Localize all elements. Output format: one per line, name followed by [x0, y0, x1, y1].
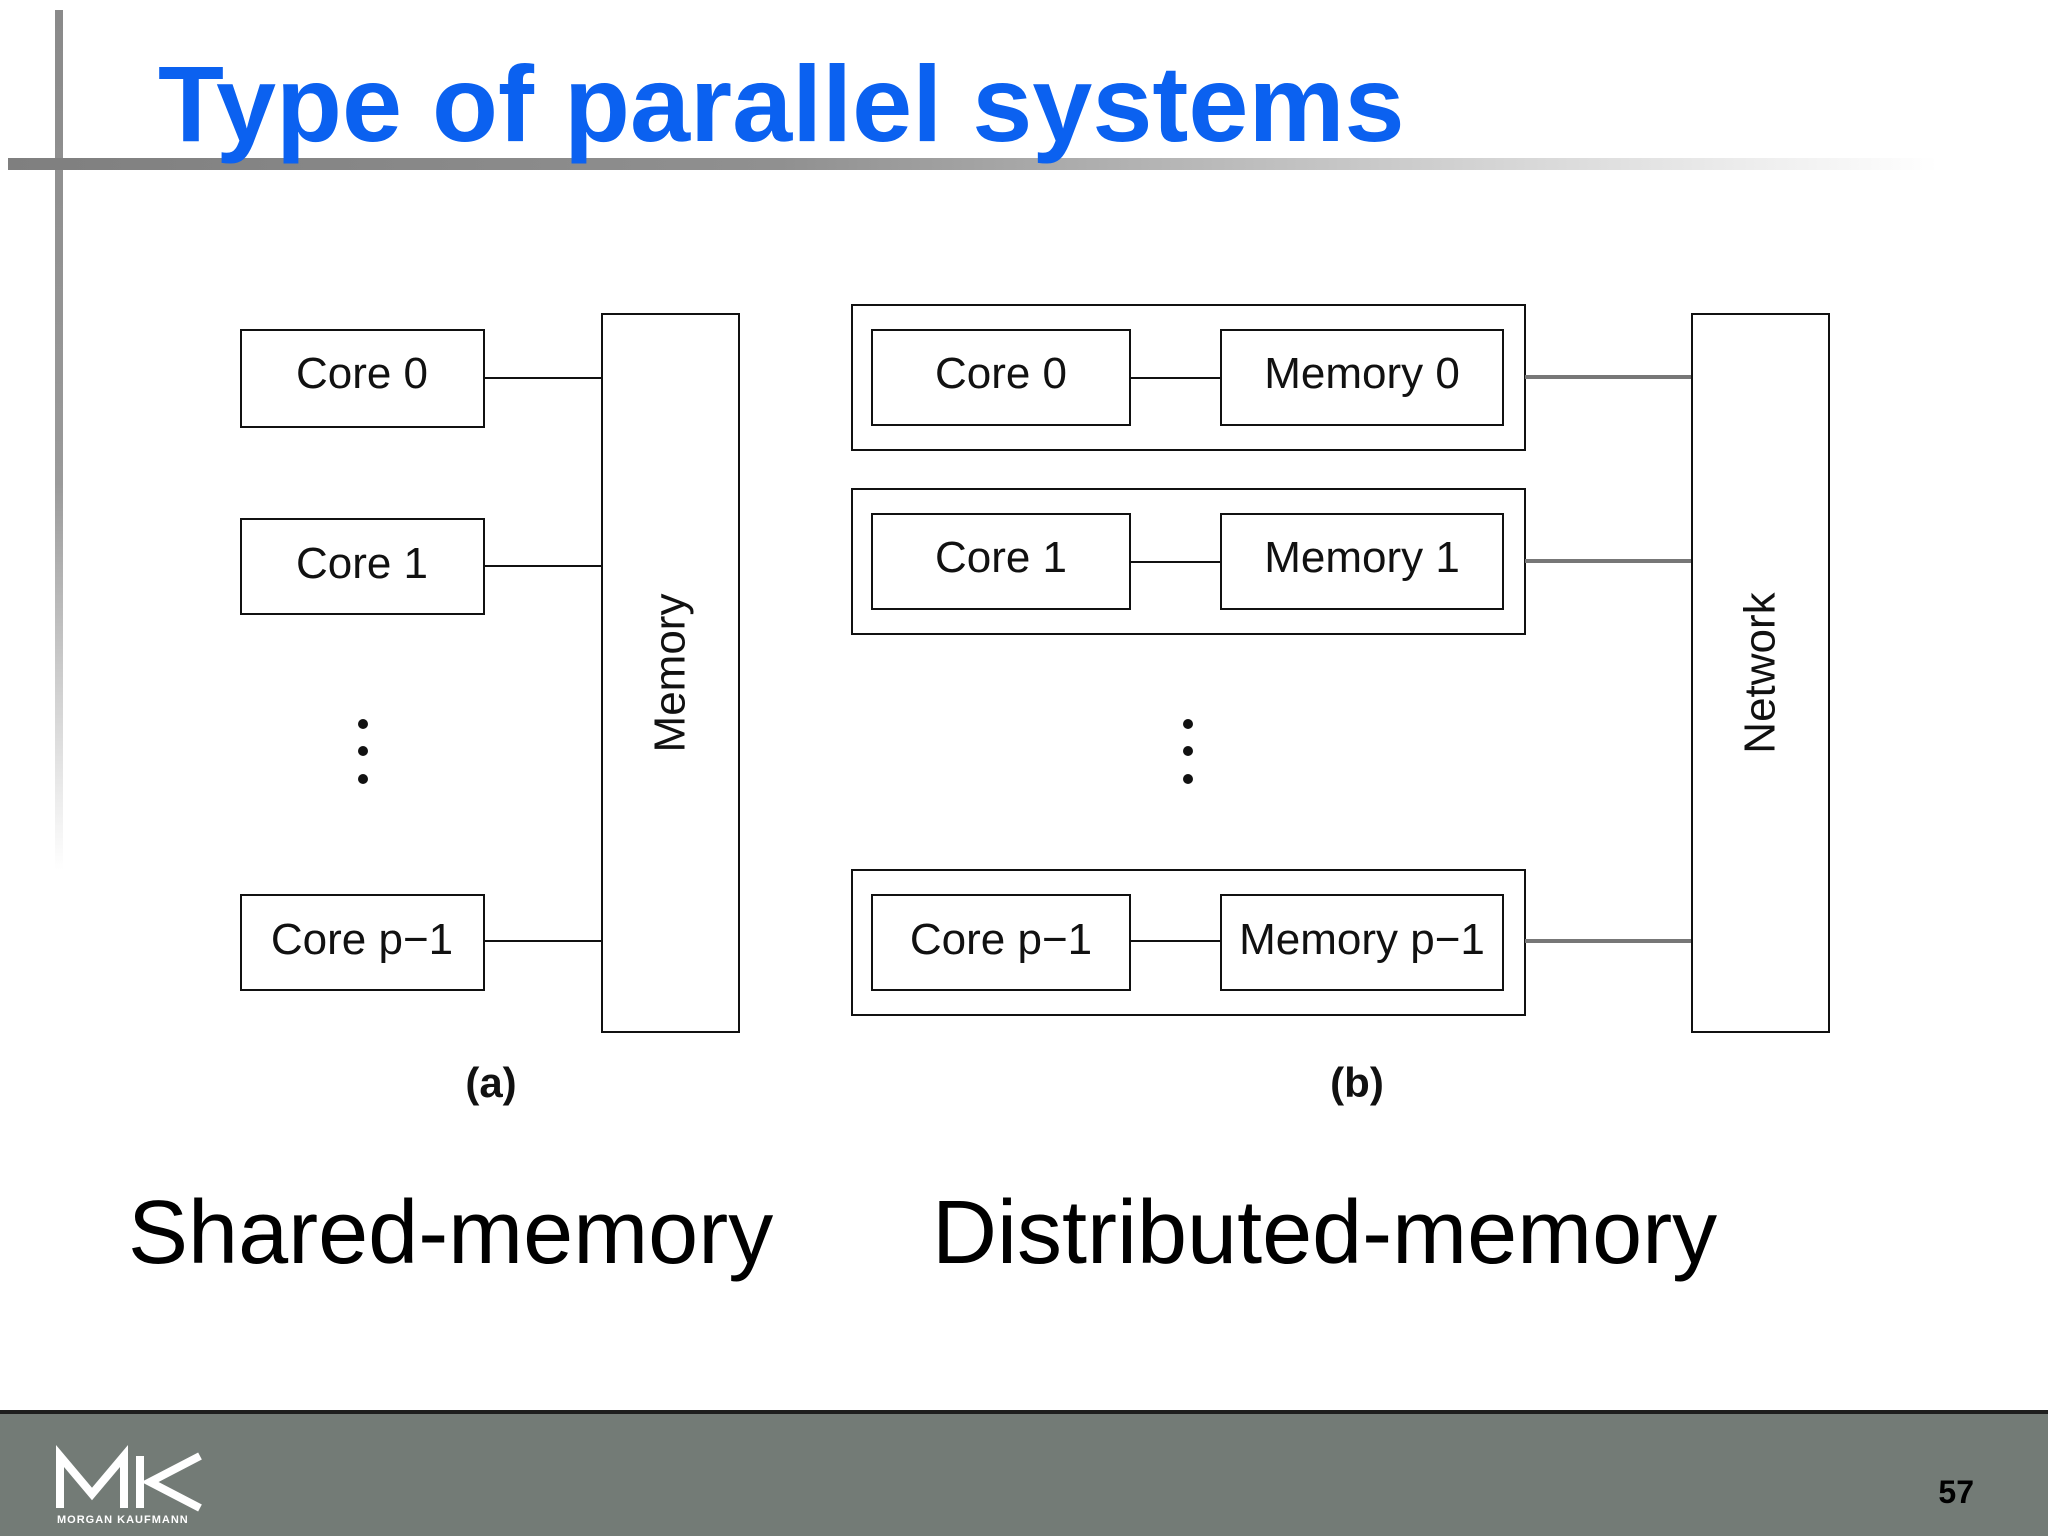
ellipsis-dot: [358, 719, 368, 729]
distributed-memory-label: Distributed-memory: [932, 1183, 1718, 1283]
shared-core-label: Core 1: [296, 539, 428, 588]
memory-label: Memory: [646, 594, 695, 753]
shared-memory-block: Memory: [601, 313, 740, 1033]
node-core-label: Core p−1: [910, 915, 1092, 964]
mk-logo-icon: [56, 1445, 202, 1512]
logo-wordmark: MORGAN KAUFMANN: [57, 1514, 189, 1526]
distributed-node-1: Core 1 Memory 1: [851, 488, 1526, 635]
shared-core-box: [240, 894, 485, 991]
distributed-node-p-1: Core p−1 Memory p−1: [851, 869, 1526, 1016]
network-label: Network: [1736, 591, 1785, 753]
distributed-node-0: Core 0 Memory 0: [851, 304, 1526, 451]
node-memory-label: Memory 0: [1264, 349, 1460, 398]
decorative-vertical-rule: [55, 10, 63, 870]
decorative-horizontal-rule: [8, 158, 1938, 170]
shared-core-0: Core 0: [240, 329, 485, 428]
ellipsis-dot: [1183, 774, 1193, 784]
distributed-ellipsis: [1183, 719, 1193, 784]
node-memory-box: [1220, 329, 1504, 426]
distributed-memory-diagram: Core 0 Memory 0 Core 1 Memory 1: [851, 304, 1830, 1106]
caption-b: (b): [1330, 1059, 1384, 1106]
node-core-label: Core 1: [935, 533, 1067, 582]
shared-ellipsis: [358, 719, 368, 784]
shared-core-1: Core 1: [240, 518, 485, 615]
shared-core-p-1: Core p−1: [240, 894, 485, 991]
caption-a: (a): [465, 1059, 516, 1106]
node-memory-box: [1220, 513, 1504, 610]
shared-memory-diagram: Core 0 Core 1 Core p−1 Memory: [240, 313, 740, 1106]
network-box: [1691, 313, 1830, 1033]
node-memory-label: Memory p−1: [1239, 915, 1485, 964]
node-core-box: [871, 329, 1131, 426]
ellipsis-dot: [358, 774, 368, 784]
ellipsis-dot: [1183, 719, 1193, 729]
node-core-box: [871, 894, 1131, 991]
node-core-box: [871, 513, 1131, 610]
node-core-label: Core 0: [935, 349, 1067, 398]
shared-core-label: Core 0: [296, 349, 428, 398]
ellipsis-dot: [358, 746, 368, 756]
shared-memory-label: Shared-memory: [128, 1183, 774, 1283]
ellipsis-dot: [1183, 746, 1193, 756]
footer-bar: MORGAN KAUFMANN 57: [0, 1410, 2048, 1536]
shared-core-box: [240, 329, 485, 428]
memory-box: [601, 313, 740, 1033]
node-memory-label: Memory 1: [1264, 533, 1460, 582]
node-memory-box: [1220, 894, 1504, 991]
shared-core-box: [240, 518, 485, 615]
network-block: Network: [1691, 313, 1830, 1033]
slide-title: Type of parallel systems: [158, 43, 1405, 164]
page-number: 57: [1938, 1474, 1974, 1510]
shared-core-label: Core p−1: [271, 915, 453, 964]
